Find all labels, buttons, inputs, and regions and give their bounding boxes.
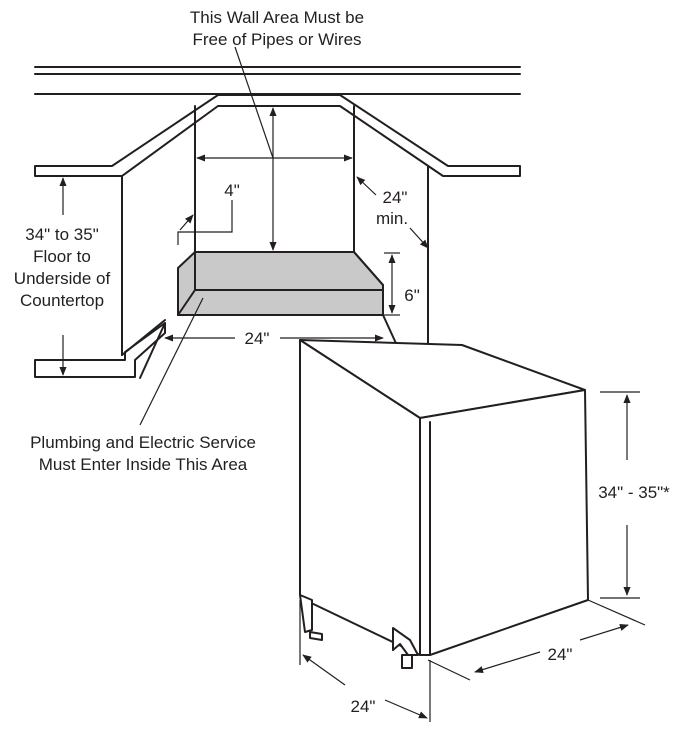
height-label-line2: Floor to bbox=[33, 247, 91, 266]
opening-width-label: 24" bbox=[245, 329, 270, 348]
dishwasher-height-label: 34" - 35"* bbox=[598, 483, 670, 502]
cabinet-opening bbox=[34, 105, 429, 379]
plumbing-label-line1: Plumbing and Electric Service bbox=[30, 433, 256, 452]
min-24-label-line2: min. bbox=[376, 209, 408, 228]
height-label-line1: 34" to 35" bbox=[25, 225, 99, 244]
dishwasher-dimensions bbox=[299, 391, 646, 722]
dishwasher bbox=[299, 339, 589, 669]
min-24-label-line1: 24" bbox=[383, 188, 408, 207]
dimension-lines bbox=[59, 46, 429, 426]
height-label-line4: Countertop bbox=[20, 291, 104, 310]
plumbing-label-line2: Must Enter Inside This Area bbox=[39, 455, 248, 474]
depth-4-label: 4" bbox=[224, 181, 240, 200]
countertop bbox=[34, 66, 521, 177]
dishwasher-depth-label: 24" bbox=[548, 645, 573, 664]
height-label-line3: Underside of bbox=[14, 269, 111, 288]
service-area-shade bbox=[177, 251, 384, 316]
height-6-label: 6" bbox=[404, 286, 420, 305]
dishwasher-width-label: 24" bbox=[351, 697, 376, 716]
labels: This Wall Area Must be Free of Pipes or … bbox=[14, 8, 670, 716]
service-area bbox=[177, 251, 384, 316]
wall-area-label-line2: Free of Pipes or Wires bbox=[192, 30, 361, 49]
wall-area-label-line1: This Wall Area Must be bbox=[190, 8, 364, 27]
